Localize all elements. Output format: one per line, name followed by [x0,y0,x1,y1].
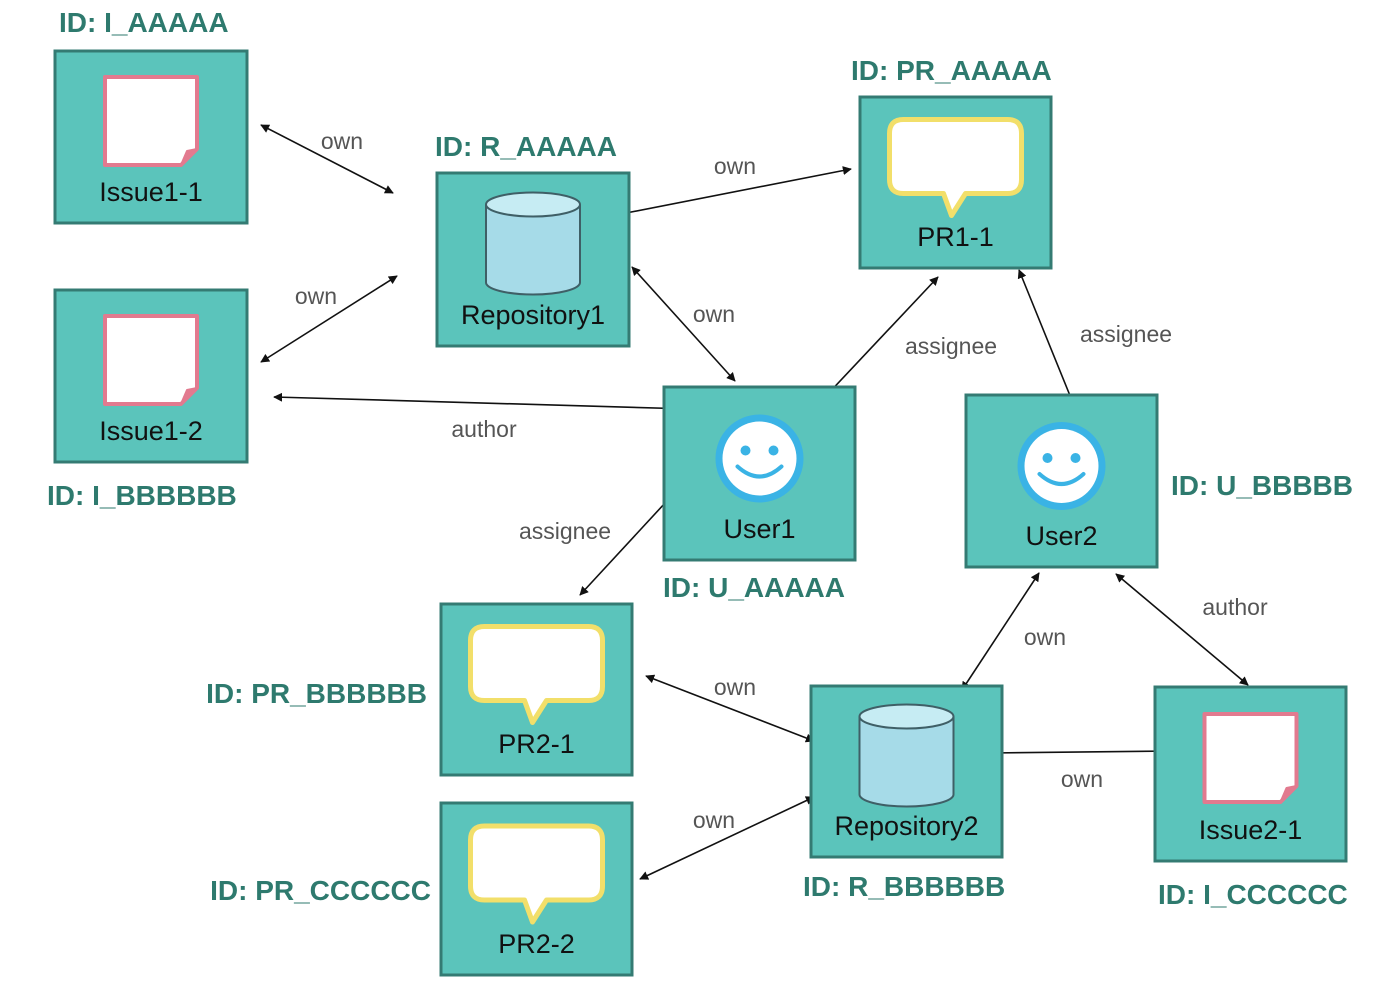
edge-pr2_1-repository2 [645,674,815,743]
edge-user2-repository2 [961,572,1040,691]
edge-label: author [1202,594,1268,620]
labels-layer: own own own own assignee assignee author assign… [47,7,1353,910]
node-id-label: ID: PR_CCCCCC [210,875,431,906]
speech-bubble-icon [887,117,1024,218]
edge-issue1_2-user1 [273,392,692,414]
node-id-label: ID: R_BBBBBB [803,871,1005,902]
edge-repository2-issue2_1 [990,746,1175,758]
node-label: PR2-1 [498,729,575,759]
speech-bubble-icon [468,624,605,725]
edge-label: assignee [519,518,611,544]
edge-repository1-user1 [631,266,736,382]
edge-label: own [1024,624,1066,650]
node-label: User2 [1025,521,1097,551]
edge-user2-issue2_1 [1115,573,1249,686]
edges-layer [260,124,1249,880]
node-user1: User1 [662,385,857,562]
edge-line [620,166,852,217]
node-pr1-1: PR1-1 [858,95,1053,270]
node-label: User1 [723,514,795,544]
edge-issue1_1-repository1 [260,124,394,194]
node-id-label: ID: R_AAAAA [435,131,617,162]
smiley-icon [1017,422,1106,510]
node-repository1: Repository1 [435,171,631,348]
edge-label: own [714,153,756,179]
node-user2: User2 [964,393,1159,569]
node-repository2: Repository2 [809,684,1004,859]
node-id-label: ID: I_AAAAA [59,7,229,38]
edge-line [260,275,398,363]
node-label: Repository1 [461,300,605,330]
node-id-label: ID: I_BBBBBB [47,480,237,511]
smiley-icon [715,414,804,503]
edge-label: own [693,807,735,833]
edge-line [961,572,1040,691]
node-id-label: ID: U_AAAAA [663,572,845,603]
node-label: PR1-1 [917,222,994,252]
edge-label: assignee [1080,321,1172,347]
node-label: Issue2-1 [1199,815,1303,845]
issue-icon [103,75,199,167]
edge-line [631,266,736,382]
edge-line [273,392,692,414]
edge-line [1115,573,1249,686]
node-label: Issue1-2 [99,416,203,446]
speech-bubble-icon [468,823,605,925]
node-id-label: ID: U_BBBBB [1171,470,1353,501]
issue-icon [1202,712,1299,804]
edge-user1-pr1_1 [824,276,939,398]
edge-label: own [693,301,735,327]
database-icon [485,191,581,296]
edge-repository1-pr1_1 [620,166,852,217]
node-pr2-2: PR2-2 [439,801,634,977]
edge-line [639,796,815,880]
edge-line [824,276,939,398]
issue-icon [103,314,199,406]
node-issue1-1: Issue1-1 [53,49,249,225]
node-id-label: ID: PR_BBBBBB [206,678,427,709]
edge-line [260,124,394,194]
edge-line [1017,269,1075,404]
node-id-label: ID: PR_AAAAA [851,55,1052,86]
node-id-label: ID: I_CCCCCC [1158,879,1348,910]
edge-pr1_1-user2 [1017,269,1075,404]
edge-pr2_2-repository2 [639,796,815,880]
node-pr2-1: PR2-1 [439,602,634,777]
node-label: Repository2 [834,811,978,841]
edge-label: own [321,128,363,154]
edge-line [645,674,815,743]
edge-label: author [451,416,517,442]
edge-issue1_2-repository1 [260,275,398,363]
edge-line [990,746,1175,758]
node-label: Issue1-1 [99,177,203,207]
edge-label: own [714,674,756,700]
edge-label: own [1061,766,1103,792]
node-issue1-2: Issue1-2 [53,288,249,464]
edge-label: own [295,283,337,309]
node-issue2-1: Issue2-1 [1153,685,1348,863]
node-label: PR2-2 [498,929,575,959]
edge-label: assignee [905,333,997,359]
database-icon [858,703,955,808]
